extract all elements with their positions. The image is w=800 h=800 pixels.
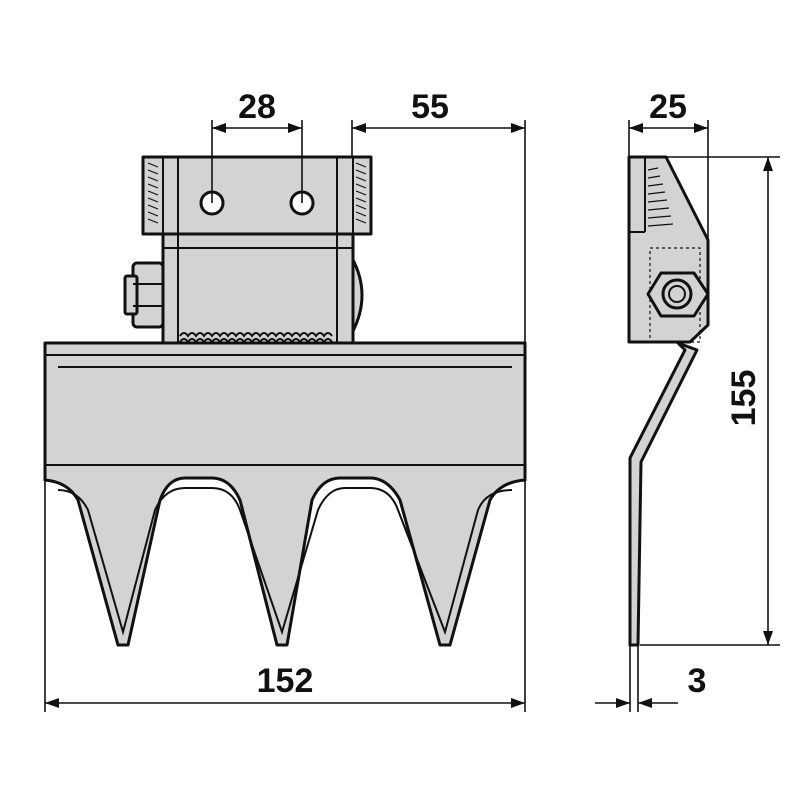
blade-bevel-line [57, 487, 513, 636]
side-view [627, 155, 710, 647]
dim-hole-spacing: 28 [211, 88, 303, 203]
nut-left [123, 261, 165, 329]
front-view [43, 155, 527, 647]
dim-label-155: 155 [725, 370, 763, 427]
dim-label-3: 3 [688, 662, 707, 700]
dim-label-55: 55 [411, 88, 449, 126]
dim-side-thickness: 25 [628, 88, 709, 240]
bracket-upper [141, 155, 373, 236]
dim-overall-width: 152 [44, 480, 526, 712]
dim-height: 155 [640, 156, 780, 646]
dim-label-25: 25 [649, 88, 687, 126]
side-weld-hatch [647, 167, 674, 227]
side-blade-strip [628, 341, 699, 647]
dim-mount-to-edge: 55 [351, 88, 526, 343]
blade-body [43, 341, 527, 647]
weld-hatch-right [355, 162, 367, 224]
weld-seam-bottom [179, 332, 333, 344]
weld-hatch-left [147, 162, 159, 224]
dim-label-152: 152 [257, 662, 314, 700]
dim-blade-thickness: 3 [595, 645, 706, 712]
dim-label-28: 28 [238, 88, 276, 126]
